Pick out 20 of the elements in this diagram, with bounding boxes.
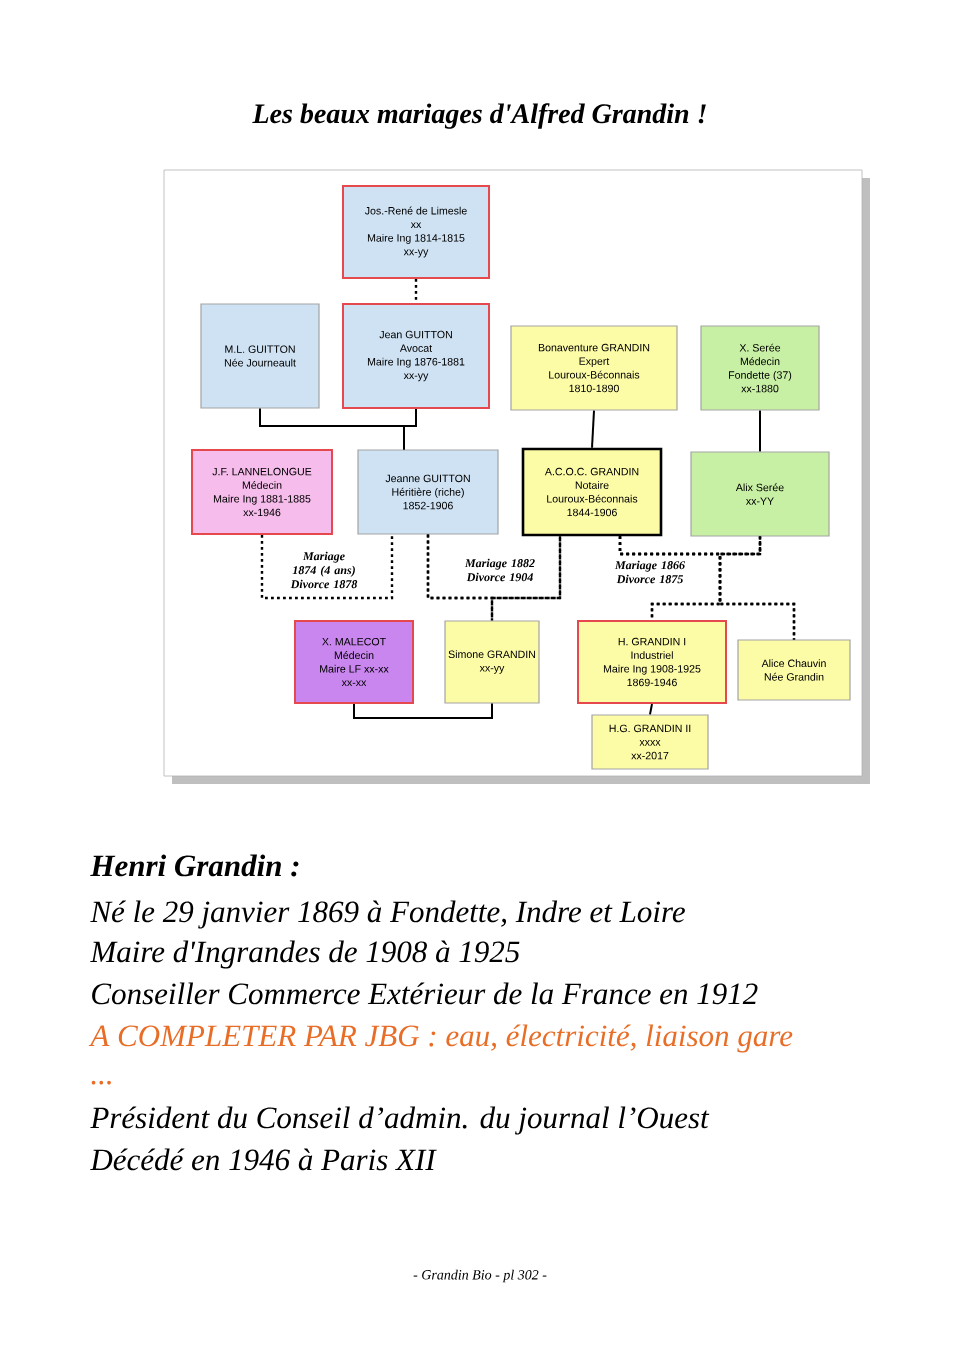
text-line: Henri Grandin : [90, 854, 299, 877]
text-line: A COMPLETER PAR JBG : eau, électricité, liaison gare [88, 1024, 793, 1053]
text-line: Conseiller Commerce Extérieur de la France en 1912 [92, 982, 758, 1005]
text-line: Né le 29 janvier 1869 à Fondette, Indre et Loire [90, 900, 685, 929]
text-line: Décédé en 1946 à Paris XII [90, 1148, 437, 1171]
connector-line [260, 534, 394, 600]
connector-line [718, 536, 796, 640]
connector-line [426, 534, 494, 621]
title: Les beaux mariages d'Alfred Grandin ! [252, 103, 706, 129]
connector-line [759, 409, 761, 453]
connector-line [403, 408, 417, 451]
connector-line [649, 703, 653, 716]
connector-line [618, 536, 796, 640]
connector-line [490, 536, 562, 621]
connector-line [414, 279, 418, 303]
text-line: Maire d'Ingrandes de 1908 à 1925 [90, 940, 520, 969]
text-line: ... [91, 1080, 111, 1085]
connector-line [353, 702, 493, 719]
connector-line [591, 409, 595, 449]
text-line: Président du Conseil d’admin. du journal l’Ouest [90, 1106, 710, 1135]
